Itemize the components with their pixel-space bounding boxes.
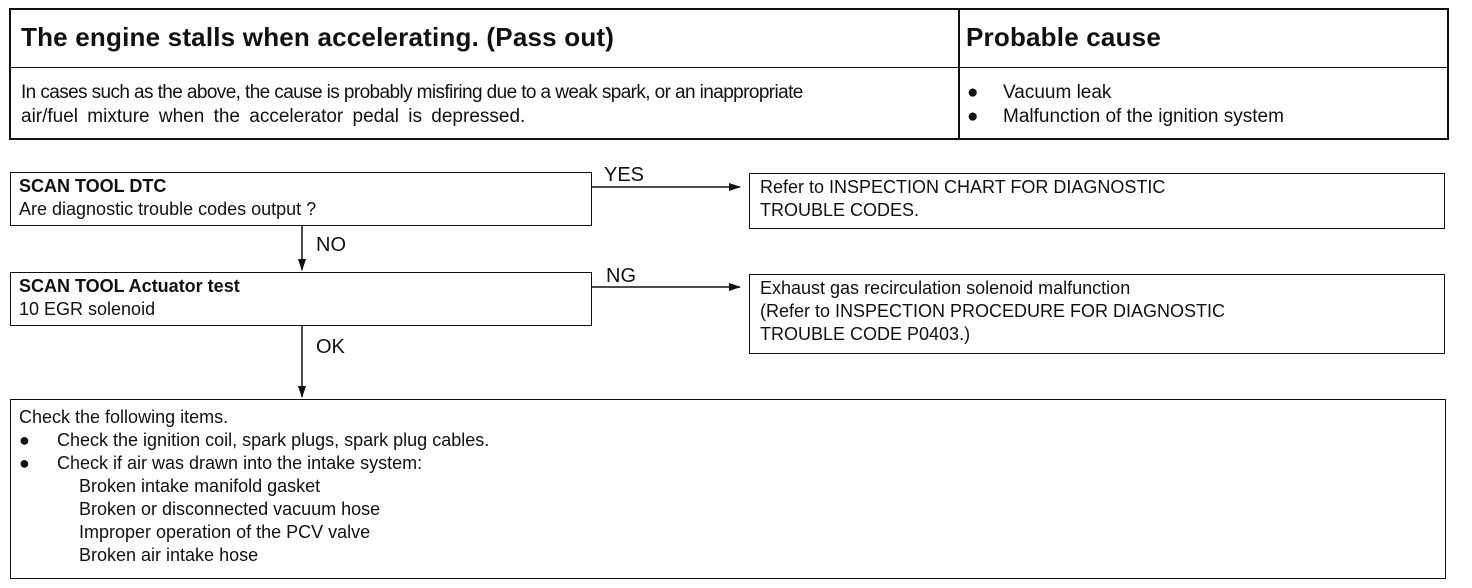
ng-result-line-2: (Refer to INSPECTION PROCEDURE FOR DIAGN… (760, 301, 1226, 321)
check-item: ●Check if air was drawn into the intake … (19, 453, 423, 473)
sub-item: Improper operation of the PCV valve (79, 522, 371, 542)
description-line-1: In cases such as the above, the cause is… (21, 82, 803, 103)
symptom-title: The engine stalls when accelerating. (Pa… (21, 22, 615, 52)
bullet-icon: ● (967, 106, 979, 127)
sub-item: Broken or disconnected vacuum hose (79, 499, 381, 519)
yes-result-line-2: TROUBLE CODES. (760, 200, 920, 220)
step2-box: SCAN TOOL Actuator test 10 EGR solenoid (10, 272, 592, 326)
yes-label: YES (604, 164, 645, 186)
bullet-icon: ● (19, 430, 30, 450)
ng-label: NG (606, 265, 636, 287)
cause-item: ●Vacuum leak (967, 82, 1112, 103)
bullet-icon: ● (19, 453, 30, 473)
table-row-divider (11, 67, 1447, 68)
symptom-table: The engine stalls when accelerating. (Pa… (9, 8, 1449, 140)
sub-item: Broken intake manifold gasket (79, 476, 321, 496)
sub-item-list: Broken intake manifold gasket Broken or … (79, 475, 1437, 567)
cause-item: ●Malfunction of the ignition system (967, 106, 1284, 127)
final-intro: Check the following items. (19, 407, 229, 427)
step1-question: Are diagnostic trouble codes output ? (19, 199, 317, 219)
step2-test-item: 10 EGR solenoid (19, 299, 156, 319)
probable-cause-title: Probable cause (966, 22, 1161, 52)
bullet-icon: ● (967, 82, 979, 103)
probable-cause-list: ●Vacuum leak ●Malfunction of the ignitio… (967, 81, 1284, 129)
ng-result-line-1: Exhaust gas recirculation solenoid malfu… (760, 278, 1131, 298)
yes-result-box: Refer to INSPECTION CHART FOR DIAGNOSTIC… (749, 173, 1445, 229)
step1-box: SCAN TOOL DTC Are diagnostic trouble cod… (10, 172, 592, 226)
ng-result-line-3: TROUBLE CODE P0403.) (760, 324, 971, 344)
symptom-description: In cases such as the above, the cause is… (21, 81, 951, 129)
yes-result-line-1: Refer to INSPECTION CHART FOR DIAGNOSTIC (760, 177, 1166, 197)
description-line-2: air/fuel mixture when the accelerator pe… (21, 106, 526, 127)
step2-title: SCAN TOOL Actuator test (19, 276, 240, 296)
table-column-divider (958, 10, 960, 138)
check-item: ●Check the ignition coil, spark plugs, s… (19, 430, 490, 450)
final-check-box: Check the following items. ●Check the ig… (10, 399, 1446, 579)
sub-item: Broken air intake hose (79, 545, 259, 565)
no-label: NO (316, 234, 346, 256)
ng-result-box: Exhaust gas recirculation solenoid malfu… (749, 274, 1445, 354)
ok-label: OK (316, 336, 345, 358)
step1-title: SCAN TOOL DTC (19, 176, 167, 196)
